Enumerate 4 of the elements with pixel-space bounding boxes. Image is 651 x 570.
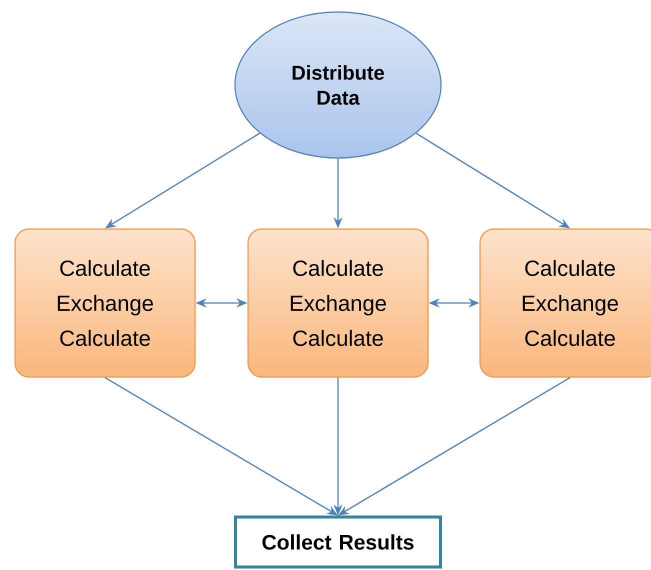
process-box: Calculate Exchange Calculate (247, 228, 429, 378)
process-box: Calculate Exchange Calculate (479, 228, 651, 378)
process-box: Calculate Exchange Calculate (14, 228, 196, 378)
result-box: Collect Results (234, 516, 442, 568)
